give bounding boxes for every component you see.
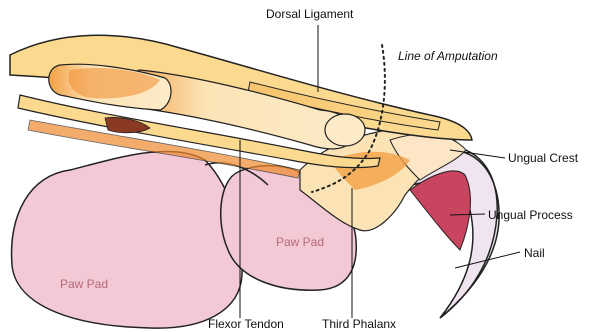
label-third-phalanx: Third Phalanx (322, 317, 396, 331)
dark-tissue (105, 117, 150, 132)
label-ungual-crest: Ungual Crest (508, 151, 579, 165)
label-line-of-amputation: Line of Amputation (398, 49, 498, 63)
large-paw-pad (12, 151, 243, 328)
label-paw-pad-small: Paw Pad (276, 235, 324, 249)
label-nail: Nail (524, 246, 545, 260)
label-dorsal-ligament: Dorsal Ligament (266, 7, 354, 21)
label-flexor-tendon: Flexor Tendon (208, 317, 284, 331)
label-paw-pad-large: Paw Pad (60, 277, 108, 291)
label-ungual-process: Ungual Process (488, 208, 573, 222)
joint-knob (325, 114, 365, 146)
